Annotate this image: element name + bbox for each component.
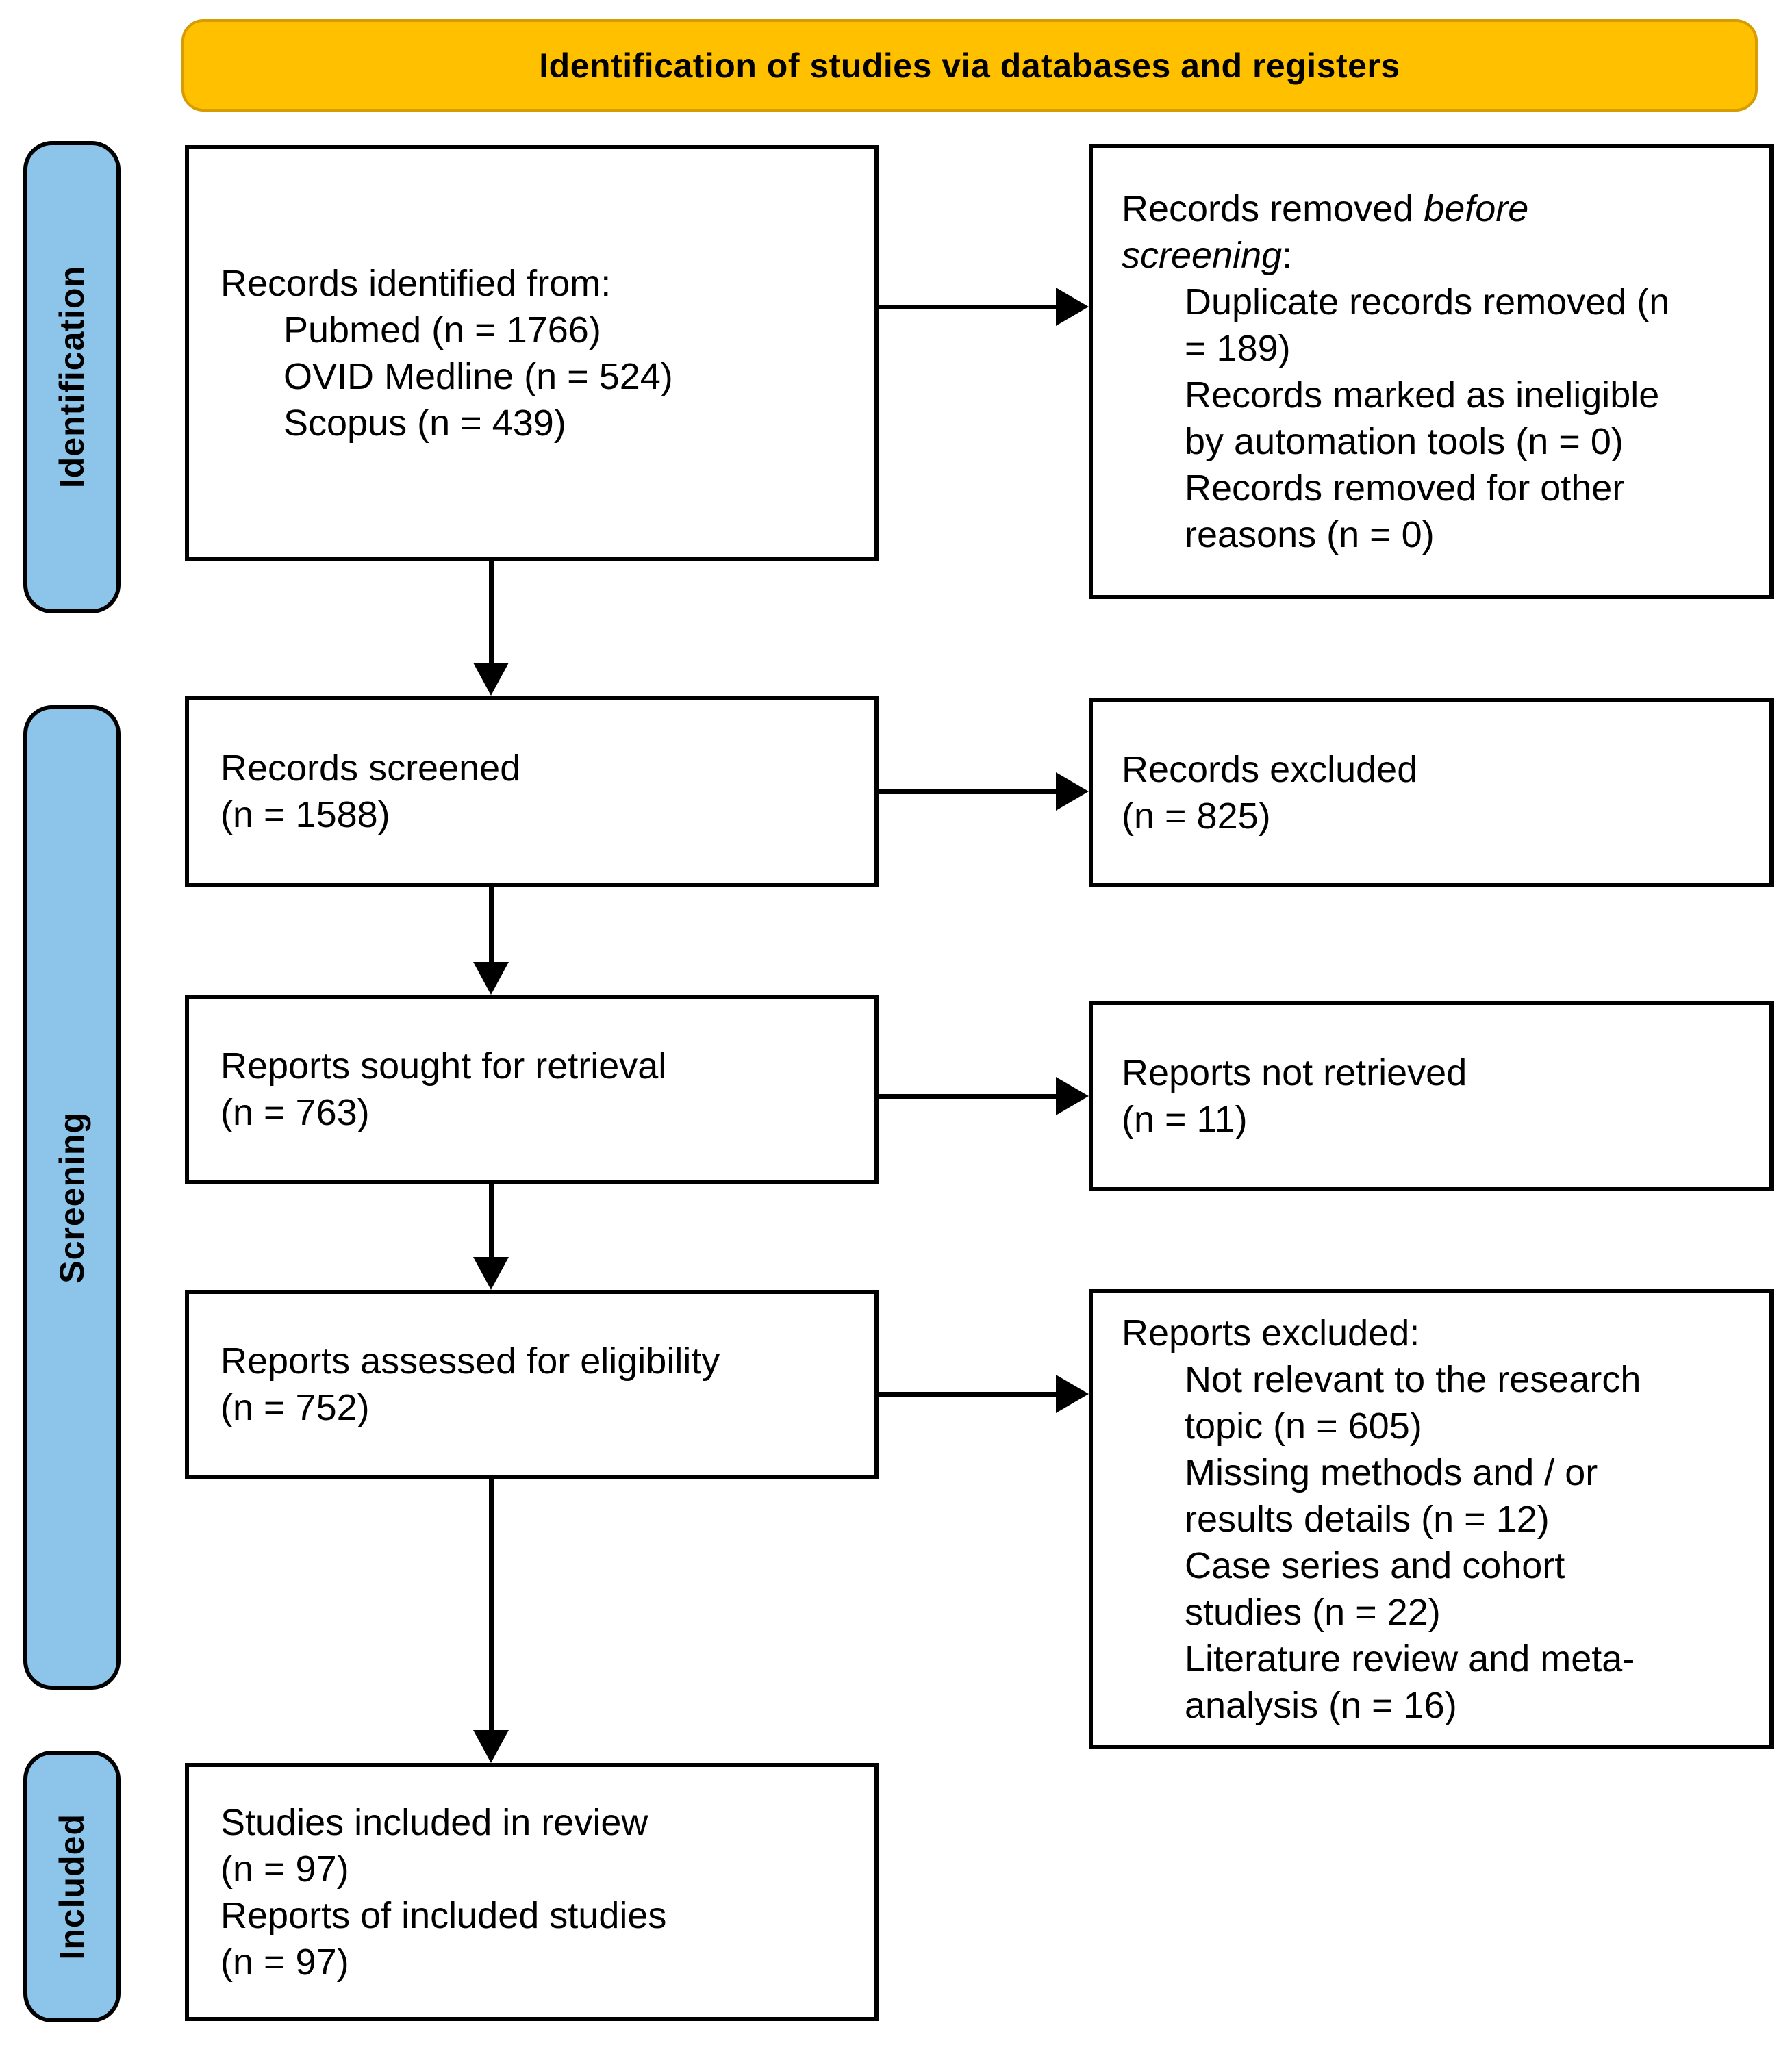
title-part-italic: before bbox=[1424, 188, 1529, 229]
source-item: OVID Medline (n = 524) bbox=[283, 355, 673, 397]
arrow-records-identified-to-records-removed bbox=[879, 288, 1089, 326]
stage-tab-included: Included bbox=[23, 1751, 121, 2022]
source-item: Scopus (n = 439) bbox=[283, 402, 566, 444]
reason-item: topic (n = 605) bbox=[1185, 1406, 1422, 1447]
arrow-shaft bbox=[879, 1392, 1057, 1397]
arrow-shaft bbox=[489, 561, 494, 664]
box-title: Records identified from: bbox=[220, 262, 611, 304]
box-title: Reports sought for retrieval bbox=[220, 1045, 667, 1087]
arrow-shaft bbox=[489, 1184, 494, 1258]
box-reports-excluded: Reports excluded: Not relevant to the re… bbox=[1089, 1289, 1774, 1749]
reason-item: Case series and cohort bbox=[1185, 1545, 1565, 1586]
arrow-head-down-icon bbox=[473, 1257, 509, 1290]
arrow-shaft bbox=[489, 1479, 494, 1731]
box-records-removed: Records removed before screening: Duplic… bbox=[1089, 144, 1774, 599]
box-studies-included: Studies included in review (n = 97) Repo… bbox=[185, 1763, 879, 2021]
box-title: Studies included in review bbox=[220, 1801, 648, 1843]
box-title: Reports of included studies bbox=[220, 1894, 667, 1936]
stage-label-included: Included bbox=[53, 1813, 91, 1960]
box-reports-sought: Reports sought for retrieval (n = 763) bbox=[185, 995, 879, 1184]
box-count: (n = 752) bbox=[220, 1387, 370, 1428]
box-count: (n = 11) bbox=[1122, 1099, 1248, 1140]
arrow-records-identified-to-records-screened bbox=[473, 561, 509, 696]
arrow-head-down-icon bbox=[473, 1730, 509, 1763]
box-title: Reports not retrieved bbox=[1122, 1052, 1467, 1093]
arrow-reports-sought-to-reports-not-retrieved bbox=[879, 1077, 1089, 1115]
arrow-shaft bbox=[879, 789, 1057, 794]
title-part-italic: screening bbox=[1122, 234, 1283, 276]
box-title: Reports assessed for eligibility bbox=[220, 1341, 720, 1382]
box-count: (n = 97) bbox=[220, 1848, 349, 1890]
reason-item: Not relevant to the research bbox=[1185, 1359, 1641, 1400]
reason-item: Literature review and meta- bbox=[1185, 1638, 1635, 1679]
arrow-head-right-icon bbox=[1056, 1077, 1089, 1115]
reason-item: Duplicate records removed (n bbox=[1185, 281, 1670, 322]
banner: Identification of studies via databases … bbox=[181, 19, 1758, 112]
reason-item: Records marked as ineligible bbox=[1185, 374, 1660, 416]
reason-item: Records removed for other bbox=[1185, 467, 1625, 509]
box-title: Records screened bbox=[220, 748, 521, 789]
source-item: Pubmed (n = 1766) bbox=[283, 309, 601, 351]
box-count: (n = 825) bbox=[1122, 796, 1271, 837]
arrow-head-down-icon bbox=[473, 663, 509, 696]
stage-tab-screening: Screening bbox=[23, 705, 121, 1690]
reason-item: Missing methods and / or bbox=[1185, 1452, 1598, 1493]
arrow-head-right-icon bbox=[1056, 772, 1089, 811]
box-title: Records removed before bbox=[1122, 186, 1758, 232]
arrow-head-right-icon bbox=[1056, 1375, 1089, 1413]
banner-title: Identification of studies via databases … bbox=[539, 46, 1400, 85]
box-count: (n = 763) bbox=[220, 1092, 370, 1133]
arrow-shaft bbox=[879, 1094, 1057, 1099]
box-count: (n = 1588) bbox=[220, 794, 390, 835]
arrow-records-screened-to-reports-sought bbox=[473, 887, 509, 995]
arrow-shaft bbox=[879, 305, 1057, 309]
box-count: (n = 97) bbox=[220, 1941, 349, 1983]
box-records-excluded: Records excluded (n = 825) bbox=[1089, 698, 1774, 887]
reason-item: results details (n = 12) bbox=[1185, 1499, 1550, 1540]
reason-item: studies (n = 22) bbox=[1185, 1592, 1441, 1633]
stage-label-identification: Identification bbox=[53, 266, 91, 489]
stage-tab-identification: Identification bbox=[23, 141, 121, 613]
arrow-reports-assessed-to-reports-excluded bbox=[879, 1375, 1089, 1413]
reason-item: reasons (n = 0) bbox=[1185, 513, 1435, 555]
title-part: Records removed bbox=[1122, 188, 1424, 229]
stage-label-screening: Screening bbox=[53, 1111, 91, 1284]
reason-item: by automation tools (n = 0) bbox=[1185, 420, 1624, 462]
box-records-screened: Records screened (n = 1588) bbox=[185, 696, 879, 887]
box-title: screening: bbox=[1122, 232, 1758, 279]
box-title: Records excluded bbox=[1122, 749, 1418, 790]
arrow-reports-sought-to-reports-assessed bbox=[473, 1184, 509, 1290]
arrow-shaft bbox=[489, 887, 494, 963]
reason-item: = 189) bbox=[1185, 327, 1291, 369]
arrow-head-down-icon bbox=[473, 962, 509, 995]
box-reports-assessed: Reports assessed for eligibility (n = 75… bbox=[185, 1290, 879, 1479]
box-records-identified: Records identified from: Pubmed (n = 176… bbox=[185, 145, 879, 561]
arrow-head-right-icon bbox=[1056, 288, 1089, 326]
box-reports-not-retrieved: Reports not retrieved (n = 11) bbox=[1089, 1001, 1774, 1191]
reason-item: analysis (n = 16) bbox=[1185, 1685, 1457, 1726]
title-part: : bbox=[1282, 234, 1293, 276]
arrow-reports-assessed-to-studies-included bbox=[473, 1479, 509, 1763]
box-title: Reports excluded: bbox=[1122, 1312, 1420, 1354]
arrow-records-screened-to-records-excluded bbox=[879, 772, 1089, 811]
